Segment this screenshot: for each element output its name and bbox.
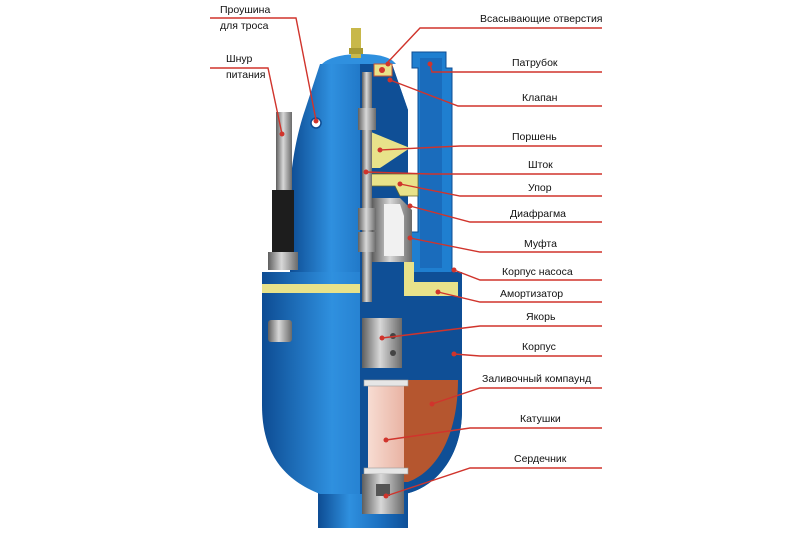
shock-absorber-shape — [404, 262, 458, 296]
right-labels: Всасывающие отверстия Патрубок Клапан По… — [480, 13, 603, 465]
body-bolt — [268, 320, 292, 342]
leader-lines — [210, 17, 602, 499]
label-coupling: Муфта — [524, 238, 557, 250]
top-cap — [322, 54, 396, 64]
coils-shape — [368, 386, 404, 470]
label-cable-eye-1: Проушина — [220, 4, 270, 16]
rod-shape — [362, 72, 372, 302]
label-armature: Якорь — [526, 311, 556, 323]
label-stop: Упор — [528, 182, 552, 194]
label-core: Сердечник — [514, 453, 567, 465]
potting-compound-shape — [404, 380, 458, 482]
pump-illustration — [262, 28, 462, 528]
label-potting-compound: Заливочный компаунд — [482, 373, 591, 385]
label-power-cord-1: Шнур — [226, 53, 253, 65]
label-pump-housing: Корпус насоса — [502, 266, 573, 278]
power-cord-upper — [276, 112, 292, 192]
label-valve: Клапан — [522, 92, 558, 104]
label-body: Корпус — [522, 341, 556, 353]
label-coils: Катушки — [520, 413, 561, 425]
label-outlet-pipe: Патрубок — [512, 57, 558, 69]
label-shock-absorber: Амортизатор — [500, 288, 563, 300]
top-rod — [351, 28, 361, 58]
power-cord-black — [272, 190, 294, 252]
label-piston: Поршень — [512, 131, 557, 143]
label-diaphragm: Диафрагма — [510, 208, 566, 220]
armature-shape — [362, 318, 402, 368]
left-labels: Проушина для троса Шнур питания — [220, 4, 270, 81]
label-cable-eye-2: для троса — [220, 20, 269, 32]
label-power-cord-2: питания — [226, 69, 265, 81]
label-rod: Шток — [528, 159, 553, 171]
label-intake-holes: Всасывающие отверстия — [480, 13, 603, 25]
